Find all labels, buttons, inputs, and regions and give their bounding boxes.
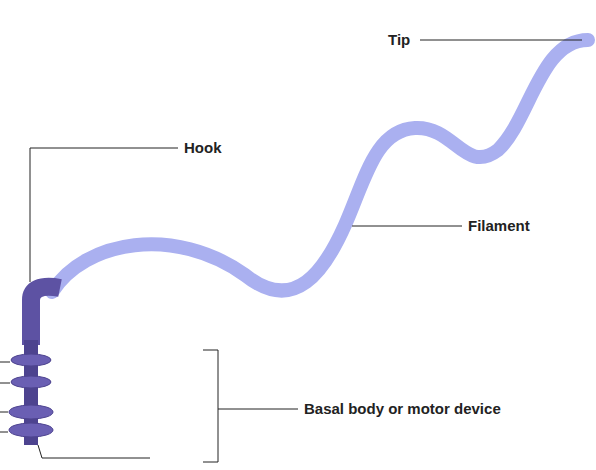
filament (52, 40, 588, 292)
ring-leaders (0, 362, 150, 458)
part-label: Hook (182, 139, 224, 157)
ring (11, 376, 51, 388)
part-label: Basal body or motor device (302, 400, 503, 418)
ring (9, 423, 53, 437)
ring (11, 354, 51, 366)
ring (9, 405, 53, 419)
leader-lines (30, 40, 582, 462)
part-label: Filament (466, 217, 532, 235)
hook (31, 287, 60, 345)
part-label: Tip (386, 31, 412, 49)
